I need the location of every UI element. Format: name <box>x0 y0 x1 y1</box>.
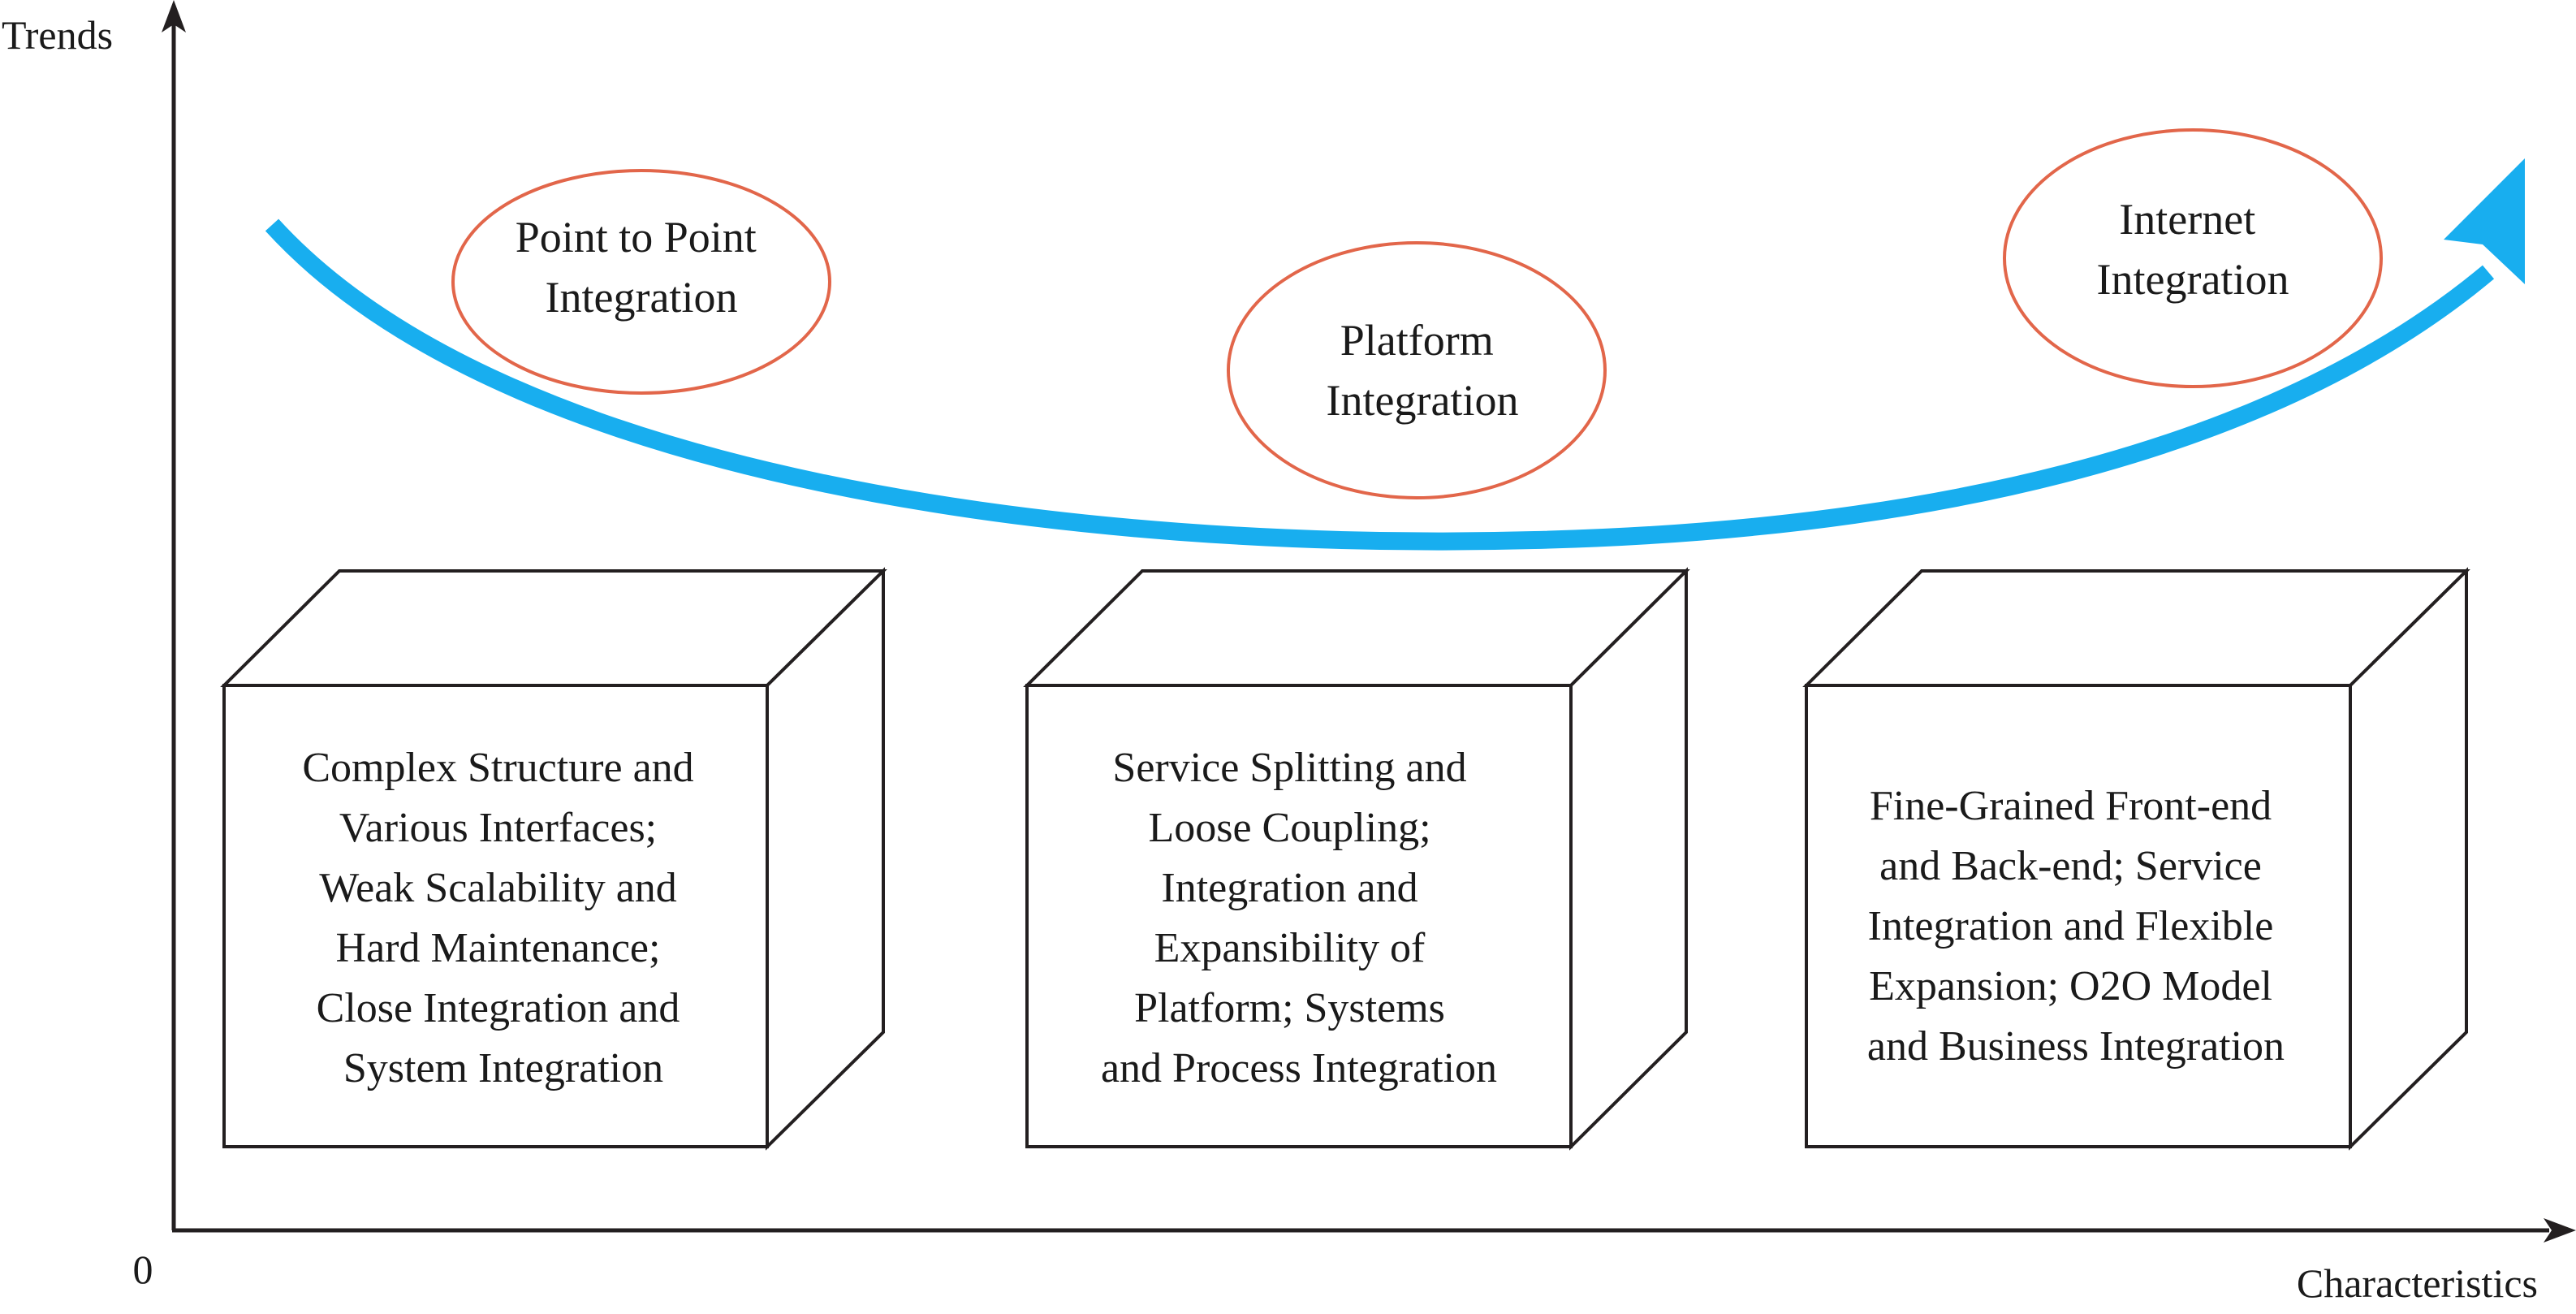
cube-text-line: Close Integration and <box>317 985 680 1031</box>
cube-text-line: Expansion; O2O Model <box>1869 963 2272 1009</box>
stage-name-line: Integration <box>1327 376 1519 425</box>
cube-text-line: Complex Structure and <box>302 745 693 791</box>
cube-text-line: Service Splitting and <box>1112 745 1466 791</box>
stage-name-line: Platform <box>1340 316 1494 365</box>
cube-front-face <box>222 684 769 1148</box>
x-axis-label: Characteristics <box>2297 1260 2538 1306</box>
cube-text-line: System Integration <box>343 1045 663 1091</box>
trend-arrowhead <box>2444 158 2525 284</box>
characteristics-cube-3: Fine-Grained Front-end and Back-end; Ser… <box>1802 567 2470 1151</box>
stage-internet: Internet Integration <box>2003 128 2383 388</box>
x-axis-arrowhead <box>2544 1218 2576 1243</box>
characteristics-cube-2: Service Splitting and Loose Coupling; In… <box>1023 567 1690 1151</box>
stage-name-line: Integration <box>546 273 738 322</box>
cube-text-line: Integration and Flexible <box>1868 903 2274 949</box>
stage-name: Internet Integration <box>2097 195 2289 304</box>
cube-front-face <box>1805 684 2352 1148</box>
cube-front-face <box>1025 684 1573 1148</box>
characteristics-cube-1: Complex Structure and Various Interfaces… <box>220 567 887 1151</box>
origin-label: 0 <box>133 1247 153 1292</box>
stage-name: Platform Integration <box>1327 316 1519 425</box>
y-axis-label: Trends <box>2 12 113 58</box>
cube-text: Fine-Grained Front-end and Back-end; Ser… <box>1867 783 2285 1070</box>
trend-curve <box>265 218 2495 551</box>
cube-text-line: Fine-Grained Front-end <box>1870 783 2272 829</box>
cube-text-line: Loose Coupling; <box>1148 805 1430 851</box>
stage-platform: Platform Integration <box>1227 241 1607 499</box>
cube-text-line: Hard Maintenance; <box>336 925 661 971</box>
y-axis-arrowhead <box>162 0 186 32</box>
stage-point-to-point: Point to Point Integration <box>451 169 831 395</box>
stage-ellipse <box>451 169 831 395</box>
stage-name-line: Internet <box>2119 195 2255 244</box>
cube-text-line: Various Interfaces; <box>339 805 657 851</box>
cube-text: Service Splitting and Loose Coupling; In… <box>1101 745 1497 1091</box>
stage-ellipse <box>1227 241 1607 499</box>
cube-text-line: Integration and <box>1161 865 1417 911</box>
cube-text-line: Expansibility of <box>1154 925 1426 971</box>
cube-text-line: and Process Integration <box>1101 1045 1497 1091</box>
cube-text-line: Platform; Systems <box>1134 985 1445 1031</box>
stage-name: Point to Point Integration <box>516 213 768 322</box>
stage-name-line: Point to Point <box>516 213 757 262</box>
cube-text: Complex Structure and Various Interfaces… <box>302 745 704 1091</box>
stage-name-line: Integration <box>2097 255 2289 304</box>
cube-text-line: and Back-end; Service <box>1879 843 2262 889</box>
stage-ellipse <box>2003 128 2383 388</box>
cube-text-line: and Business Integration <box>1867 1023 2285 1070</box>
trend-arrow <box>265 158 2525 551</box>
cube-text-line: Weak Scalability and <box>319 865 677 911</box>
